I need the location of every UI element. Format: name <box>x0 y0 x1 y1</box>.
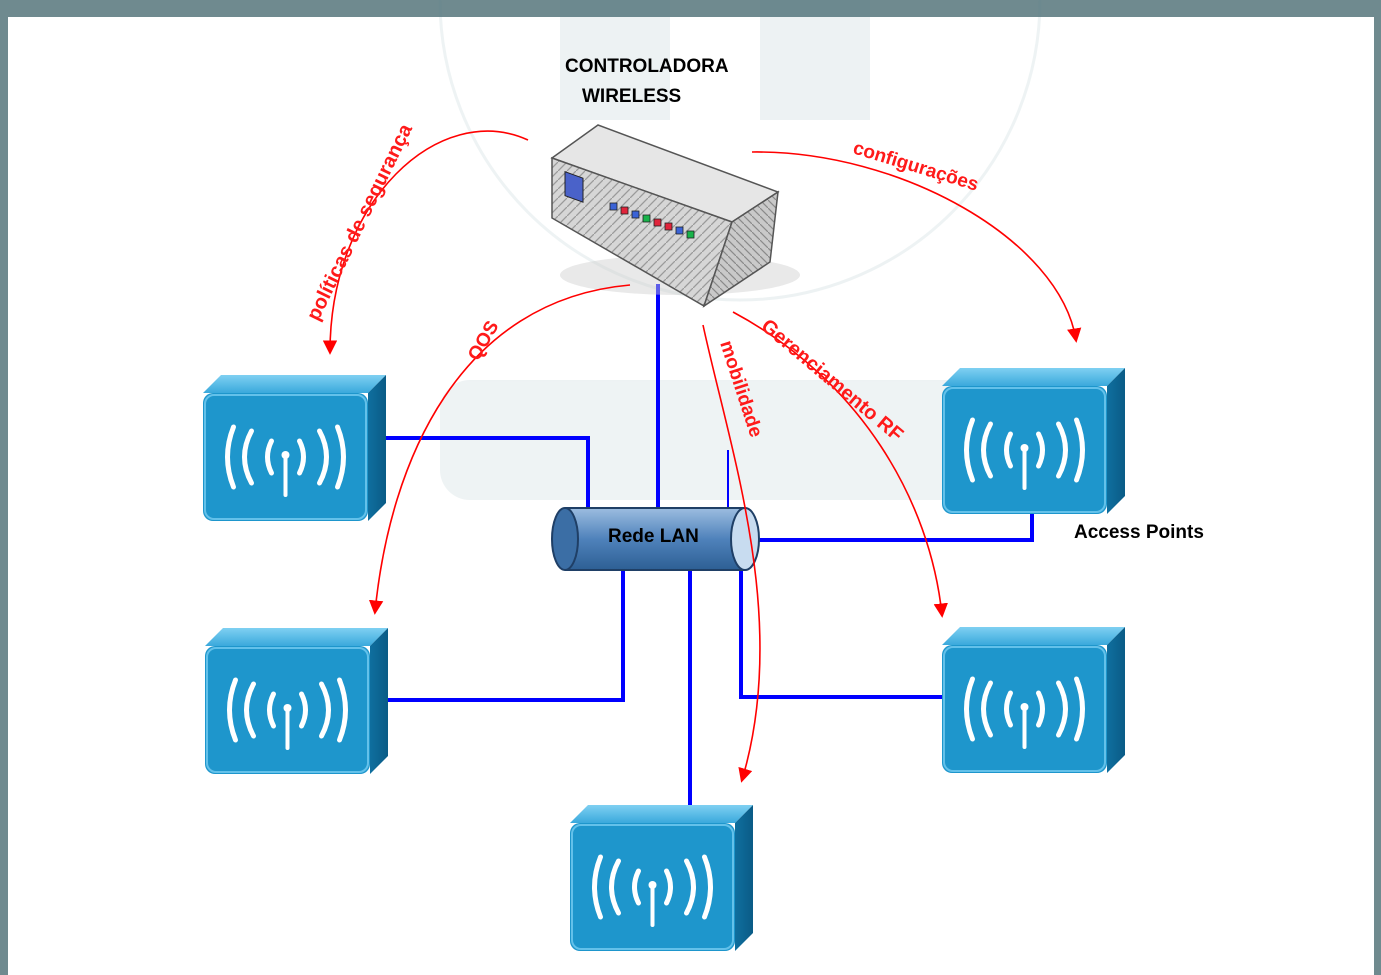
label-config: configurações <box>851 138 981 196</box>
label-security: políticas de segurança <box>303 120 418 324</box>
lan-label: Rede LAN <box>608 526 699 547</box>
link-ap-left-top <box>385 436 590 510</box>
ap-bottom <box>570 805 753 951</box>
arrow-security <box>322 130 529 355</box>
flow-arrows <box>322 130 1082 783</box>
controller-title-line1: CONTROLADORA <box>565 56 729 77</box>
frame-right-bar <box>1374 0 1381 975</box>
lan-links <box>385 284 1034 805</box>
arrow-mobility <box>702 324 761 783</box>
frame-left-bar <box>0 0 8 975</box>
link-ap-right-top <box>758 510 1034 542</box>
ap-left-top <box>203 375 386 521</box>
link-ap-left-bottom <box>385 570 625 702</box>
wireless-antenna-icon <box>227 677 348 750</box>
watermark <box>438 0 1042 500</box>
arrow-config <box>751 151 1082 343</box>
arrow-rf <box>732 311 948 618</box>
wireless-antenna-icon <box>964 676 1085 749</box>
wireless-antenna-icon <box>592 854 713 927</box>
link-ap-right-bottom <box>739 570 945 699</box>
wireless-antenna-icon <box>225 424 346 497</box>
wireless-antenna-icon <box>964 417 1085 490</box>
access-points <box>203 368 1125 951</box>
wireless-controller <box>550 124 800 308</box>
lan-tube <box>551 507 760 571</box>
controller-title-line2: WIRELESS <box>582 86 682 107</box>
arrow-qos <box>368 284 631 615</box>
ap-right-top <box>942 368 1125 514</box>
access-points-label: Access Points <box>1074 522 1204 543</box>
ap-left-bottom <box>205 628 388 774</box>
ap-right-bottom <box>942 627 1125 773</box>
frame-top-bar <box>0 0 1381 17</box>
label-qos: QOS <box>464 317 503 364</box>
